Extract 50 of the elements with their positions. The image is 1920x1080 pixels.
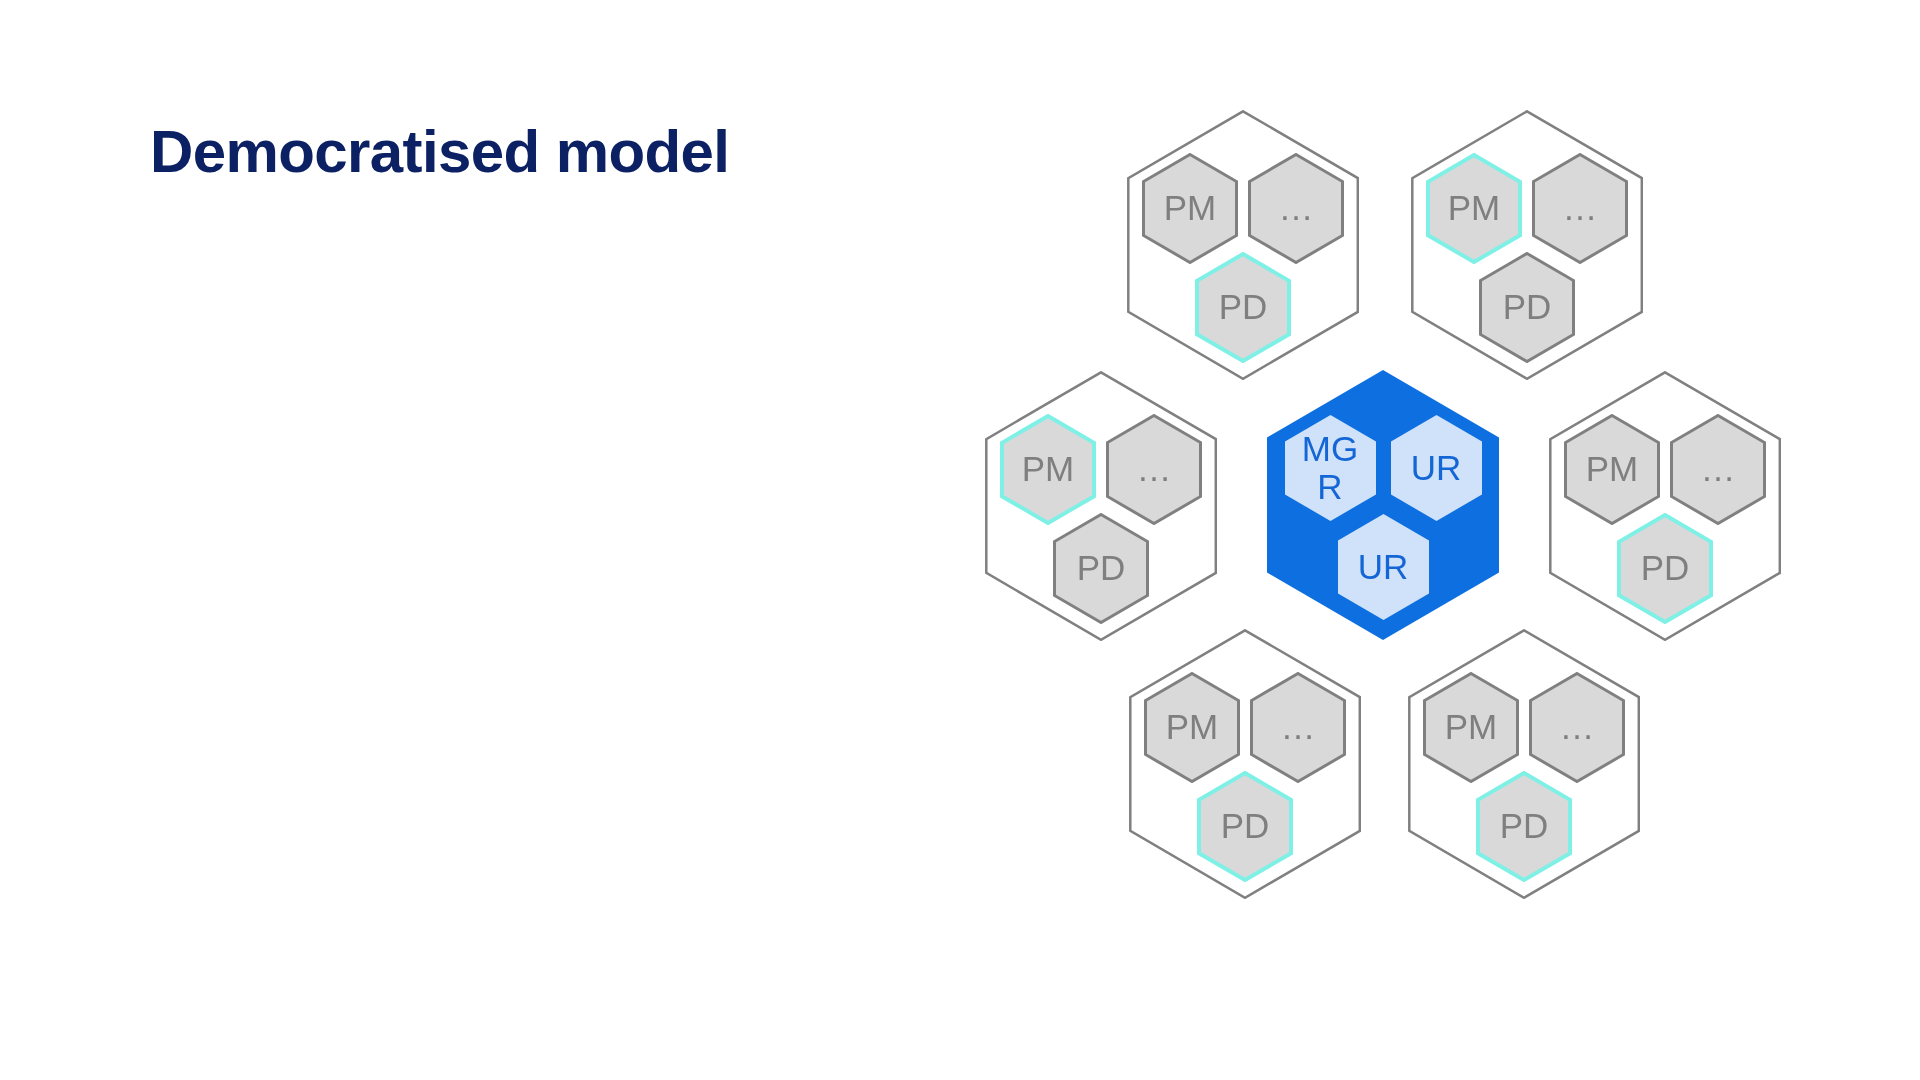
role-label: … [1559, 708, 1595, 746]
role-label: PM [1444, 708, 1498, 746]
slide-title: Democratised model [150, 117, 730, 187]
team-hexagon [985, 371, 1217, 641]
role-label: PD [1640, 549, 1690, 587]
team-hexagon [1129, 629, 1361, 899]
role-label: … [1136, 450, 1172, 488]
role-label: PM [1165, 708, 1219, 746]
role-label: PD [1499, 807, 1549, 845]
role-label: UR [1410, 449, 1462, 487]
role-hexagon [1248, 152, 1344, 264]
team-hexagon [1411, 110, 1643, 380]
role-label: PM [1585, 450, 1639, 488]
role-label: … [1278, 189, 1314, 227]
team-hexagon [1408, 629, 1640, 899]
role-hexagon [1670, 413, 1766, 525]
role-hexagon [1479, 251, 1575, 363]
role-hexagon [1529, 671, 1625, 783]
team-hexagon [1127, 110, 1359, 380]
highlighted-role-hexagon [1476, 770, 1572, 882]
role-label: PD [1218, 288, 1268, 326]
role-hexagon [1532, 152, 1628, 264]
role-hexagon [1106, 413, 1202, 525]
highlighted-role-hexagon [1197, 770, 1293, 882]
role-label: PD [1220, 807, 1270, 845]
role-hexagon [1284, 415, 1376, 521]
role-label: … [1280, 708, 1316, 746]
role-label: PD [1076, 549, 1126, 587]
highlighted-role-hexagon [1617, 512, 1713, 624]
role-hexagon [1390, 415, 1482, 521]
role-label: … [1562, 189, 1598, 227]
role-hexagon [1144, 671, 1240, 783]
role-hexagon [1250, 671, 1346, 783]
role-label: PM [1447, 189, 1501, 227]
role-hexagon [1564, 413, 1660, 525]
team-hexagon [1549, 371, 1781, 641]
core-team-hexagon [1267, 370, 1499, 640]
role-hexagon [1142, 152, 1238, 264]
role-label: UR [1357, 548, 1409, 586]
role-hexagon [1053, 512, 1149, 624]
role-label: PD [1502, 288, 1552, 326]
role-label: MGR [1300, 430, 1360, 506]
role-label: PM [1021, 450, 1075, 488]
role-hexagon [1337, 514, 1429, 620]
role-label: PM [1163, 189, 1217, 227]
highlighted-role-hexagon [1000, 413, 1096, 525]
highlighted-role-hexagon [1195, 251, 1291, 363]
role-label: … [1700, 450, 1736, 488]
highlighted-role-hexagon [1426, 152, 1522, 264]
role-hexagon [1423, 671, 1519, 783]
